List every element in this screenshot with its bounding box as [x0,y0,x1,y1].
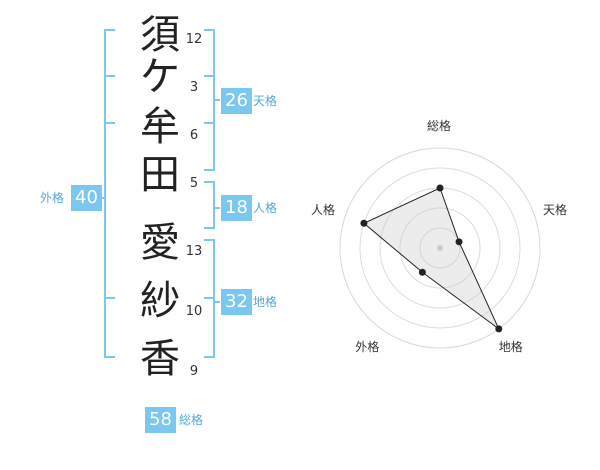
stroke-count-4: 5 [189,176,199,191]
stroke-count-6: 10 [185,304,203,319]
gaikaku-label: 外格 [40,191,65,205]
jinkaku-value: 18 [221,195,252,221]
stroke-count-3: 6 [189,128,199,143]
stroke-count-7: 9 [189,364,199,379]
name-char-2: ケ [140,54,180,100]
stroke-count-2: 3 [189,80,199,95]
radar-ring [359,167,521,329]
name-char-1: 須 [140,12,180,58]
name-char-3: 牟 [140,104,180,150]
radar-point-2 [455,238,463,246]
radar-ring [399,207,481,289]
chikaku-bracket [204,239,220,358]
jinkaku-label: 人格 [253,201,278,215]
name-char-7: 香 [140,336,180,382]
radar-point-1 [436,184,444,192]
radar-series-polygon [362,187,500,330]
gaikaku-bracket [98,29,115,358]
tenkaku-label: 天格 [253,94,278,108]
radar-axis-label-2: 天格 [543,203,568,218]
chikaku-value: 32 [221,289,252,315]
tenkaku-bracket [204,29,220,171]
tenkaku-value: 26 [221,88,252,114]
name-char-4: 田 [140,152,180,198]
stroke-count-1: 12 [185,32,203,47]
name-char-6: 紗 [140,278,180,324]
radar-point-4 [418,268,426,276]
gaikaku-value: 40 [71,185,102,211]
chikaku-label: 地格 [253,295,278,309]
radar-axis-label-1: 総格 [427,119,452,133]
radar-axis-label-3: 地格 [498,339,523,354]
radar-ring [419,227,461,269]
stroke-count-5: 13 [185,244,203,259]
jinkaku-bracket [204,181,220,229]
radar-axis-label-4: 外格 [355,339,380,354]
radar-point-5 [360,219,368,227]
soukaku-label: 総格 [179,413,204,427]
soukaku-value: 58 [145,407,176,433]
name-char-5: 愛 [140,220,180,266]
radar-point-3 [495,325,503,333]
radar-axis-label-5: 人格 [310,203,335,218]
radar-center-dot [437,245,443,251]
